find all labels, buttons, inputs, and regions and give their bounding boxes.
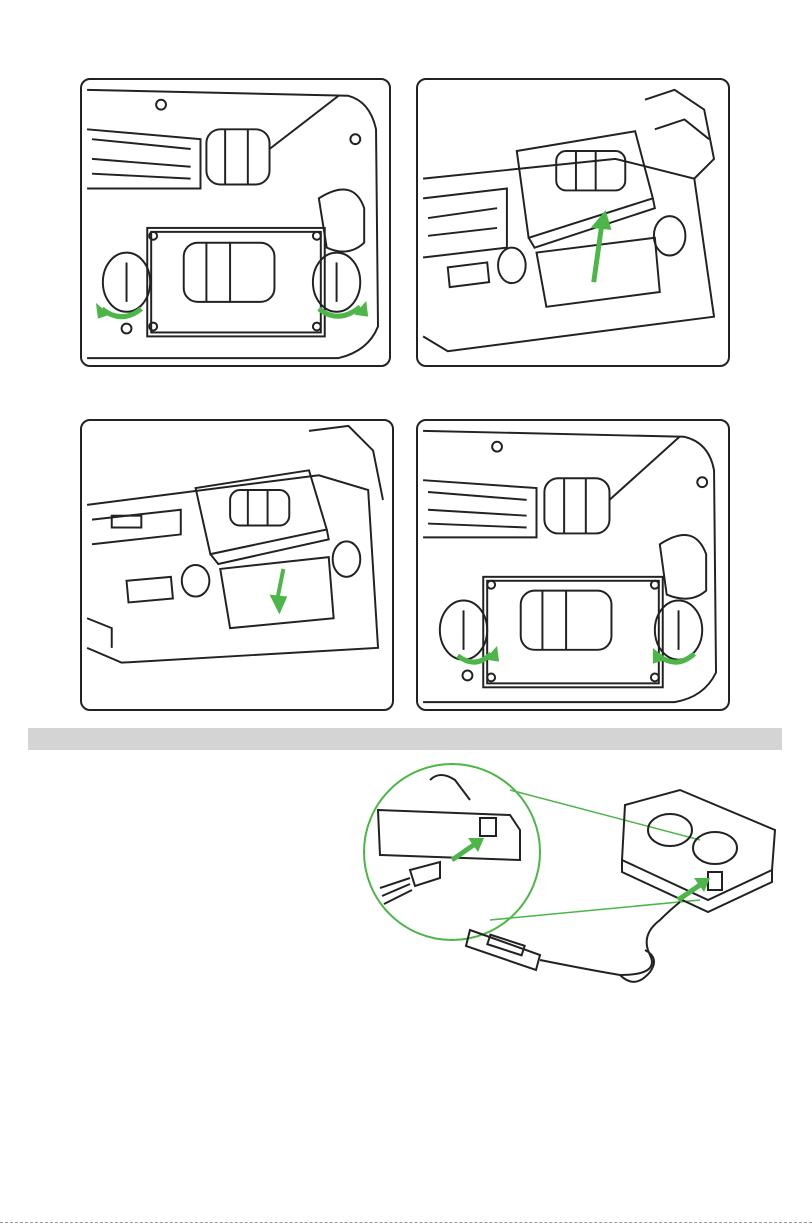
step-4-panel bbox=[416, 419, 730, 711]
battery-charging-illustration bbox=[360, 760, 800, 995]
battery-connector-icon bbox=[622, 790, 775, 912]
step-2-panel bbox=[416, 78, 730, 367]
lift-up-arrow bbox=[594, 226, 602, 282]
section-header-bar bbox=[28, 728, 782, 750]
insert-down-arrow bbox=[277, 569, 283, 599]
step-3-panel bbox=[80, 419, 394, 711]
battery-lift-illustration bbox=[418, 80, 728, 365]
usb-cable-icon bbox=[466, 902, 680, 982]
rotate-lock-left-arrow bbox=[458, 654, 492, 662]
rotate-left-arrow bbox=[102, 309, 141, 317]
battery-insert-illustration bbox=[82, 421, 392, 709]
step-1-panel bbox=[80, 78, 391, 367]
battery-lock-illustration bbox=[418, 421, 728, 709]
drone-underside-illustration bbox=[82, 80, 389, 365]
page-bottom-cut-line bbox=[0, 1222, 812, 1223]
